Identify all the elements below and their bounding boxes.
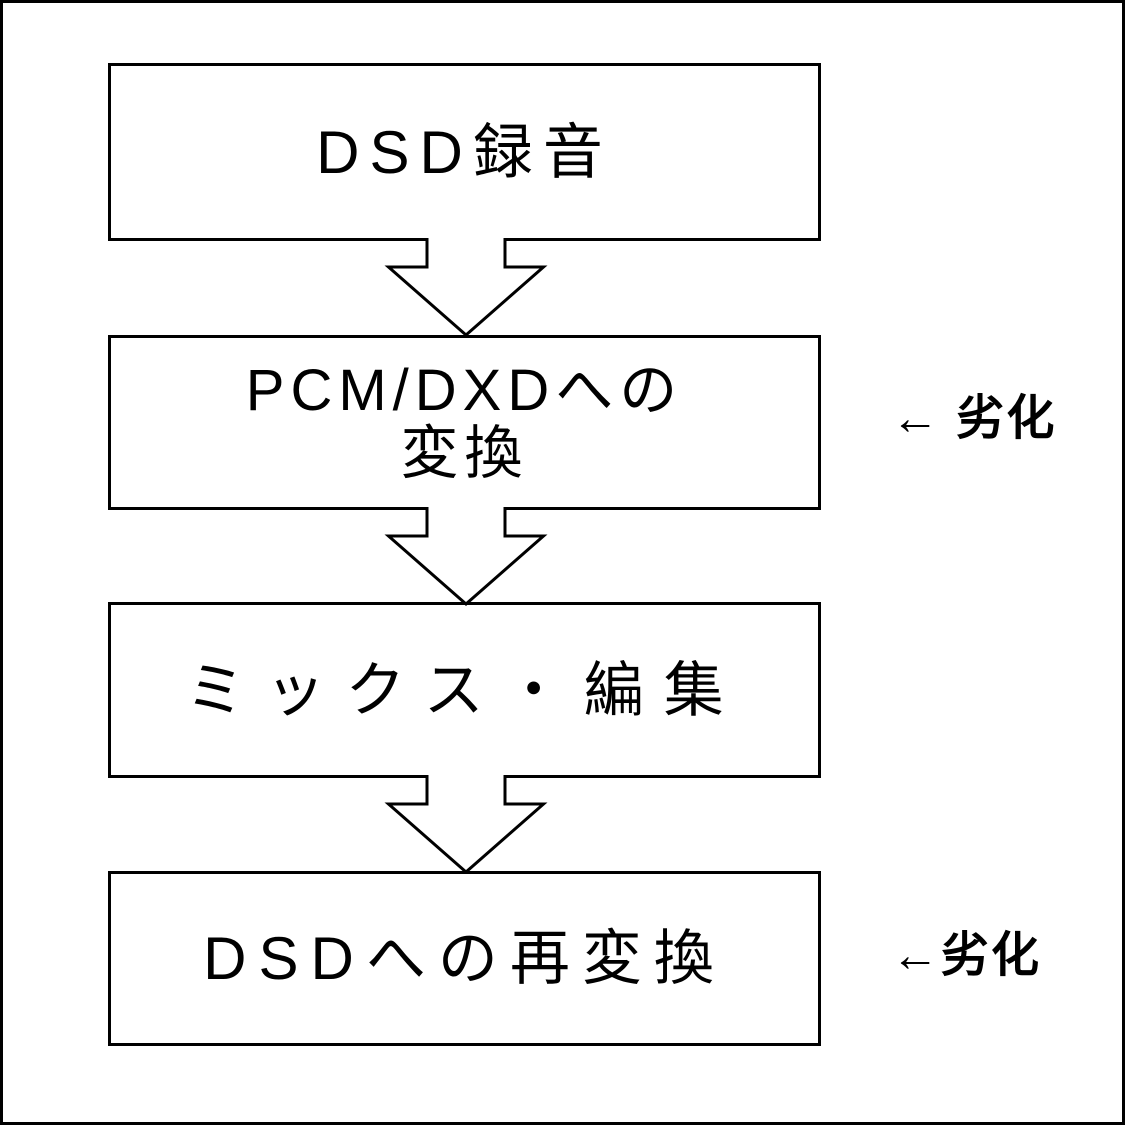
degradation-note-1: ← 劣化 [891, 392, 1057, 445]
flow-box-dsd-recording: DSD録音 [108, 63, 821, 241]
down-block-arrow-icon [384, 507, 548, 606]
flow-box-pcm-dxd-conversion: PCM/DXDへの 変換 [108, 335, 821, 510]
box-label: DSD録音 [316, 118, 613, 186]
down-block-arrow-icon [384, 775, 548, 874]
flow-box-mix-edit: ミックス・編集 [108, 602, 821, 778]
box-label: ミックス・編集 [185, 656, 744, 724]
box-label-line-1: PCM/DXDへの [245, 357, 684, 423]
box-label-line-2: 変換 [400, 420, 529, 486]
degradation-note-2: ←劣化 [891, 929, 1042, 982]
box-label: DSDへの再変換 [203, 925, 726, 992]
flow-box-dsd-reconversion: DSDへの再変換 [108, 871, 821, 1046]
down-block-arrow-icon [384, 238, 548, 337]
